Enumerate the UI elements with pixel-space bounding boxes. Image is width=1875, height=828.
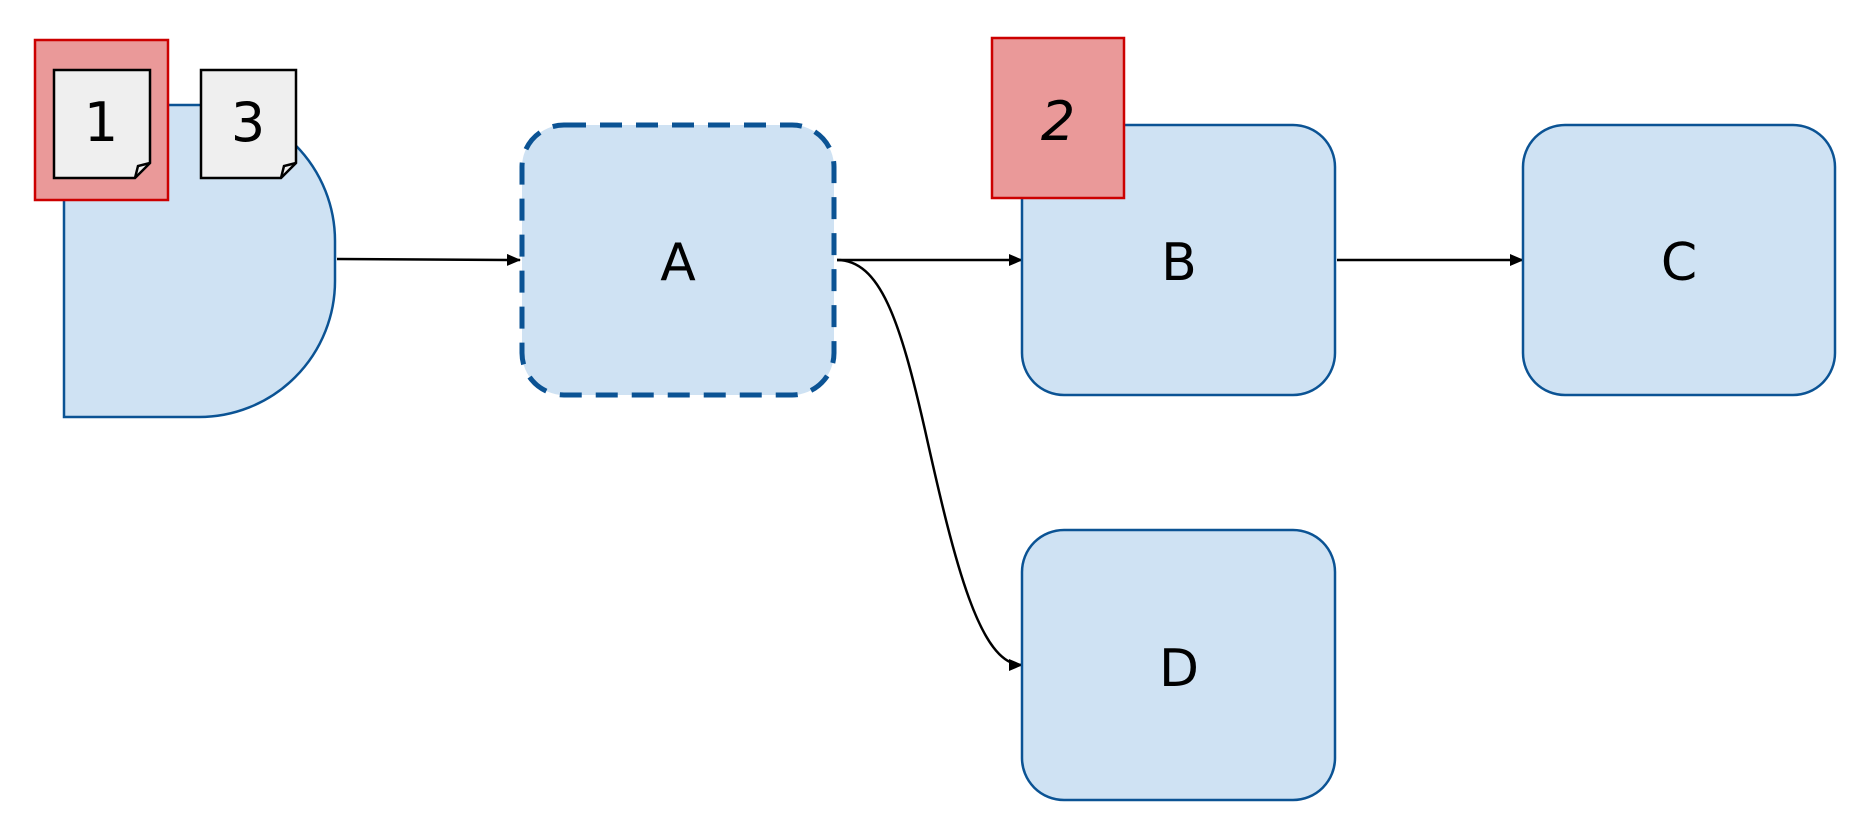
node-c-box xyxy=(1521,123,1837,397)
note-1-fold-icon xyxy=(133,161,151,179)
node-c[interactable]: C xyxy=(1521,123,1837,397)
badge-2-box xyxy=(990,36,1126,200)
note-3-shape xyxy=(199,68,298,180)
badge-2-label: 2 xyxy=(1041,90,1075,153)
note-3-label: 3 xyxy=(231,91,265,154)
node-d[interactable]: D xyxy=(1020,528,1337,802)
note-1-shape xyxy=(52,68,152,180)
edge-a-to-d[interactable] xyxy=(836,258,1023,671)
node-c-label: C xyxy=(1661,233,1697,293)
badge-2[interactable]: 2 xyxy=(990,36,1126,200)
edges xyxy=(336,253,1524,671)
node-b-label: B xyxy=(1161,233,1197,293)
note-1[interactable]: 1 xyxy=(52,68,152,180)
node-d-label: D xyxy=(1159,639,1199,699)
note-3[interactable]: 3 xyxy=(199,68,298,180)
node-a-box xyxy=(519,122,837,398)
node-a-label: A xyxy=(660,233,696,293)
node-a[interactable]: A xyxy=(519,122,837,398)
note-3-fold-icon xyxy=(279,161,297,179)
edge-start-to-a[interactable] xyxy=(336,253,521,266)
note-1-label: 1 xyxy=(84,91,118,154)
node-d-box xyxy=(1020,528,1337,802)
